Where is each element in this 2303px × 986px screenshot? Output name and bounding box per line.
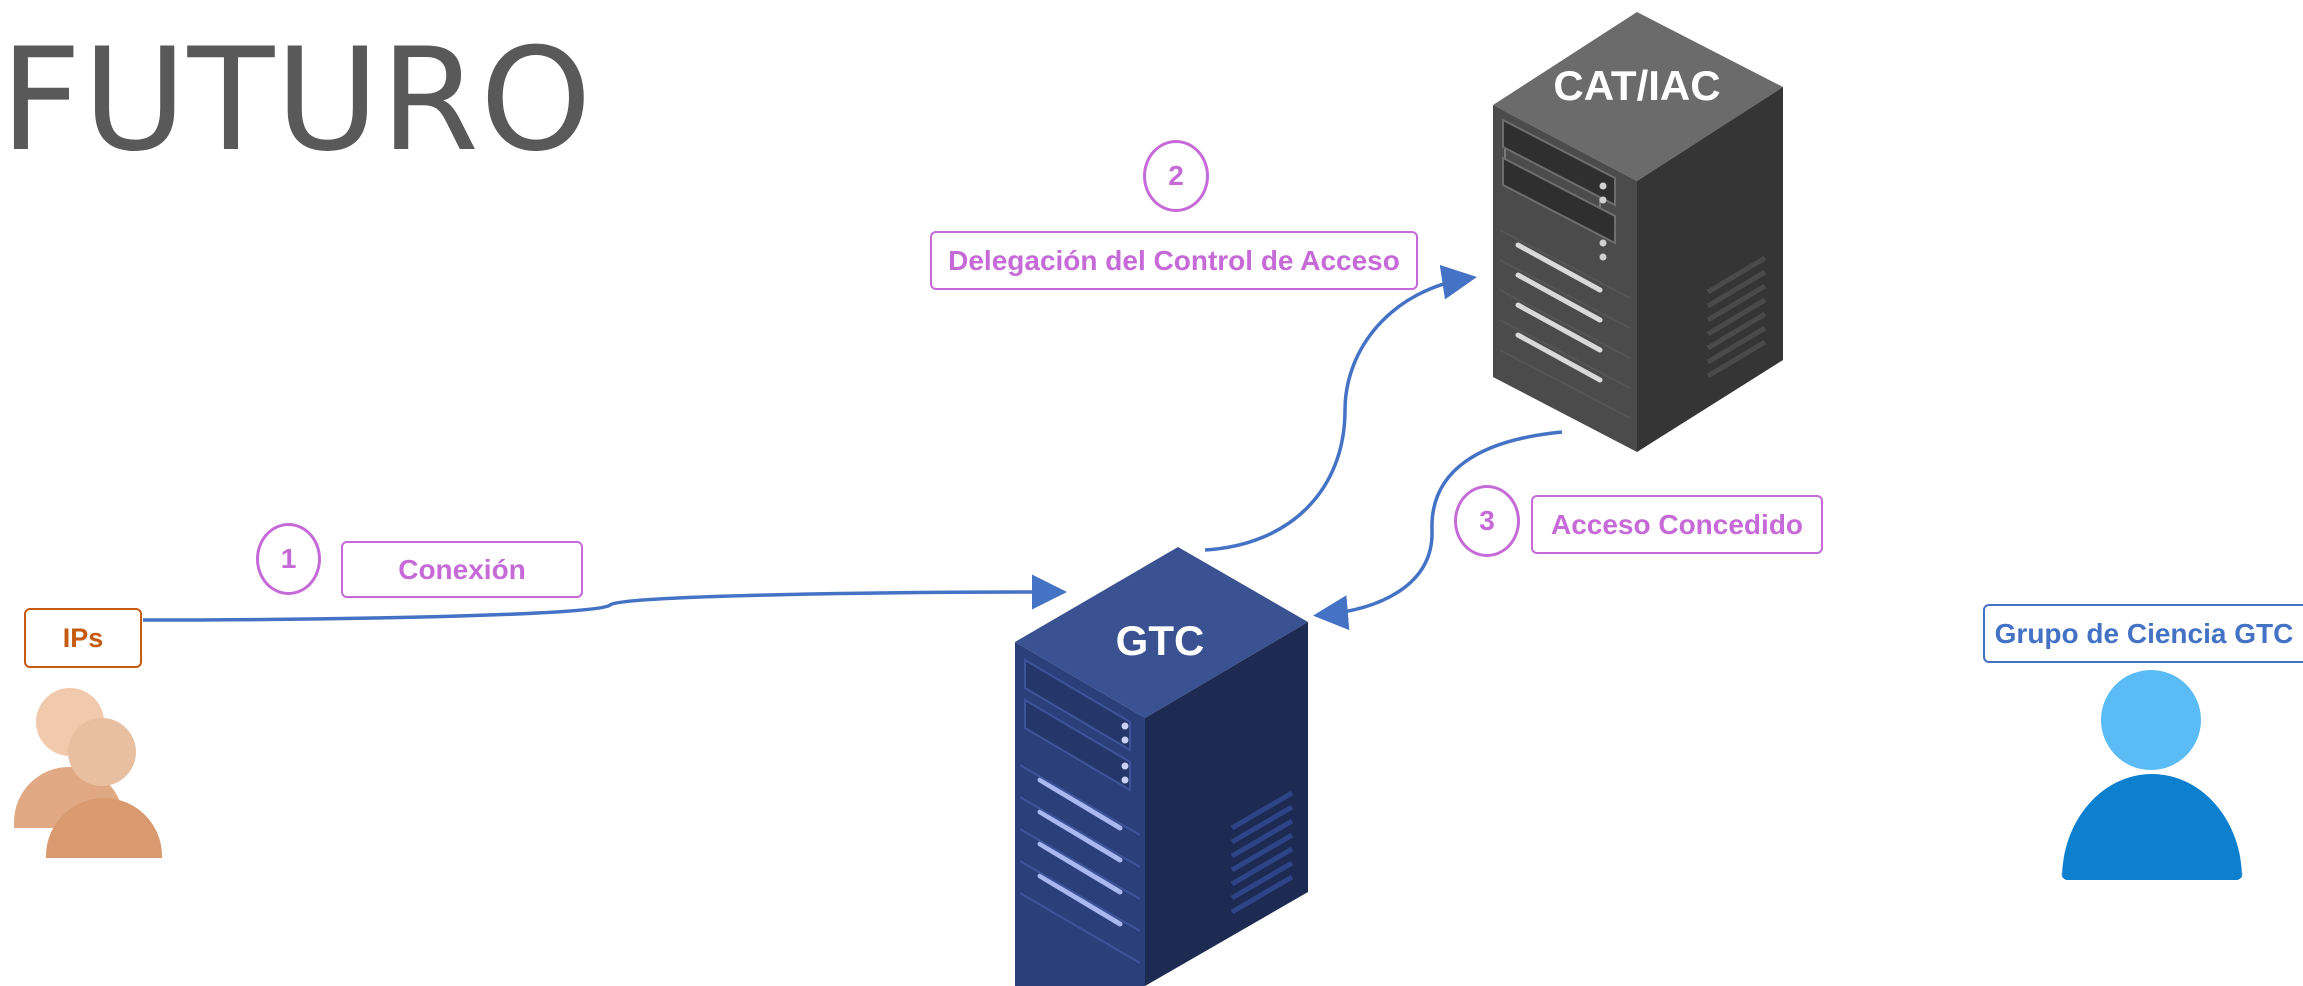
step-number-2: 2	[1143, 140, 1209, 212]
person-icon	[2061, 670, 2243, 881]
arrow-delegation	[1204, 264, 1477, 552]
arrow-access-granted	[1313, 430, 1563, 631]
users-group-icon	[14, 688, 162, 858]
step-label-1: Conexión	[341, 541, 583, 598]
page-title: FUTURO	[0, 18, 593, 183]
step-label-3: Acceso Concedido	[1531, 495, 1823, 554]
arrow-connection	[142, 574, 1067, 622]
step-label-2: Delegación del Control de Acceso	[930, 231, 1418, 290]
server-label-cat-iac: CAT/IAC	[1553, 62, 1721, 109]
server-gtc	[1015, 547, 1308, 986]
step-number-1: 1	[256, 523, 321, 595]
ips-label: IPs	[24, 608, 142, 668]
server-cat-iac	[1493, 12, 1783, 452]
step-number-3: 3	[1454, 485, 1520, 557]
server-label-gtc: GTC	[1115, 617, 1205, 664]
science-group-label: Grupo de Ciencia GTC	[1983, 604, 2303, 663]
